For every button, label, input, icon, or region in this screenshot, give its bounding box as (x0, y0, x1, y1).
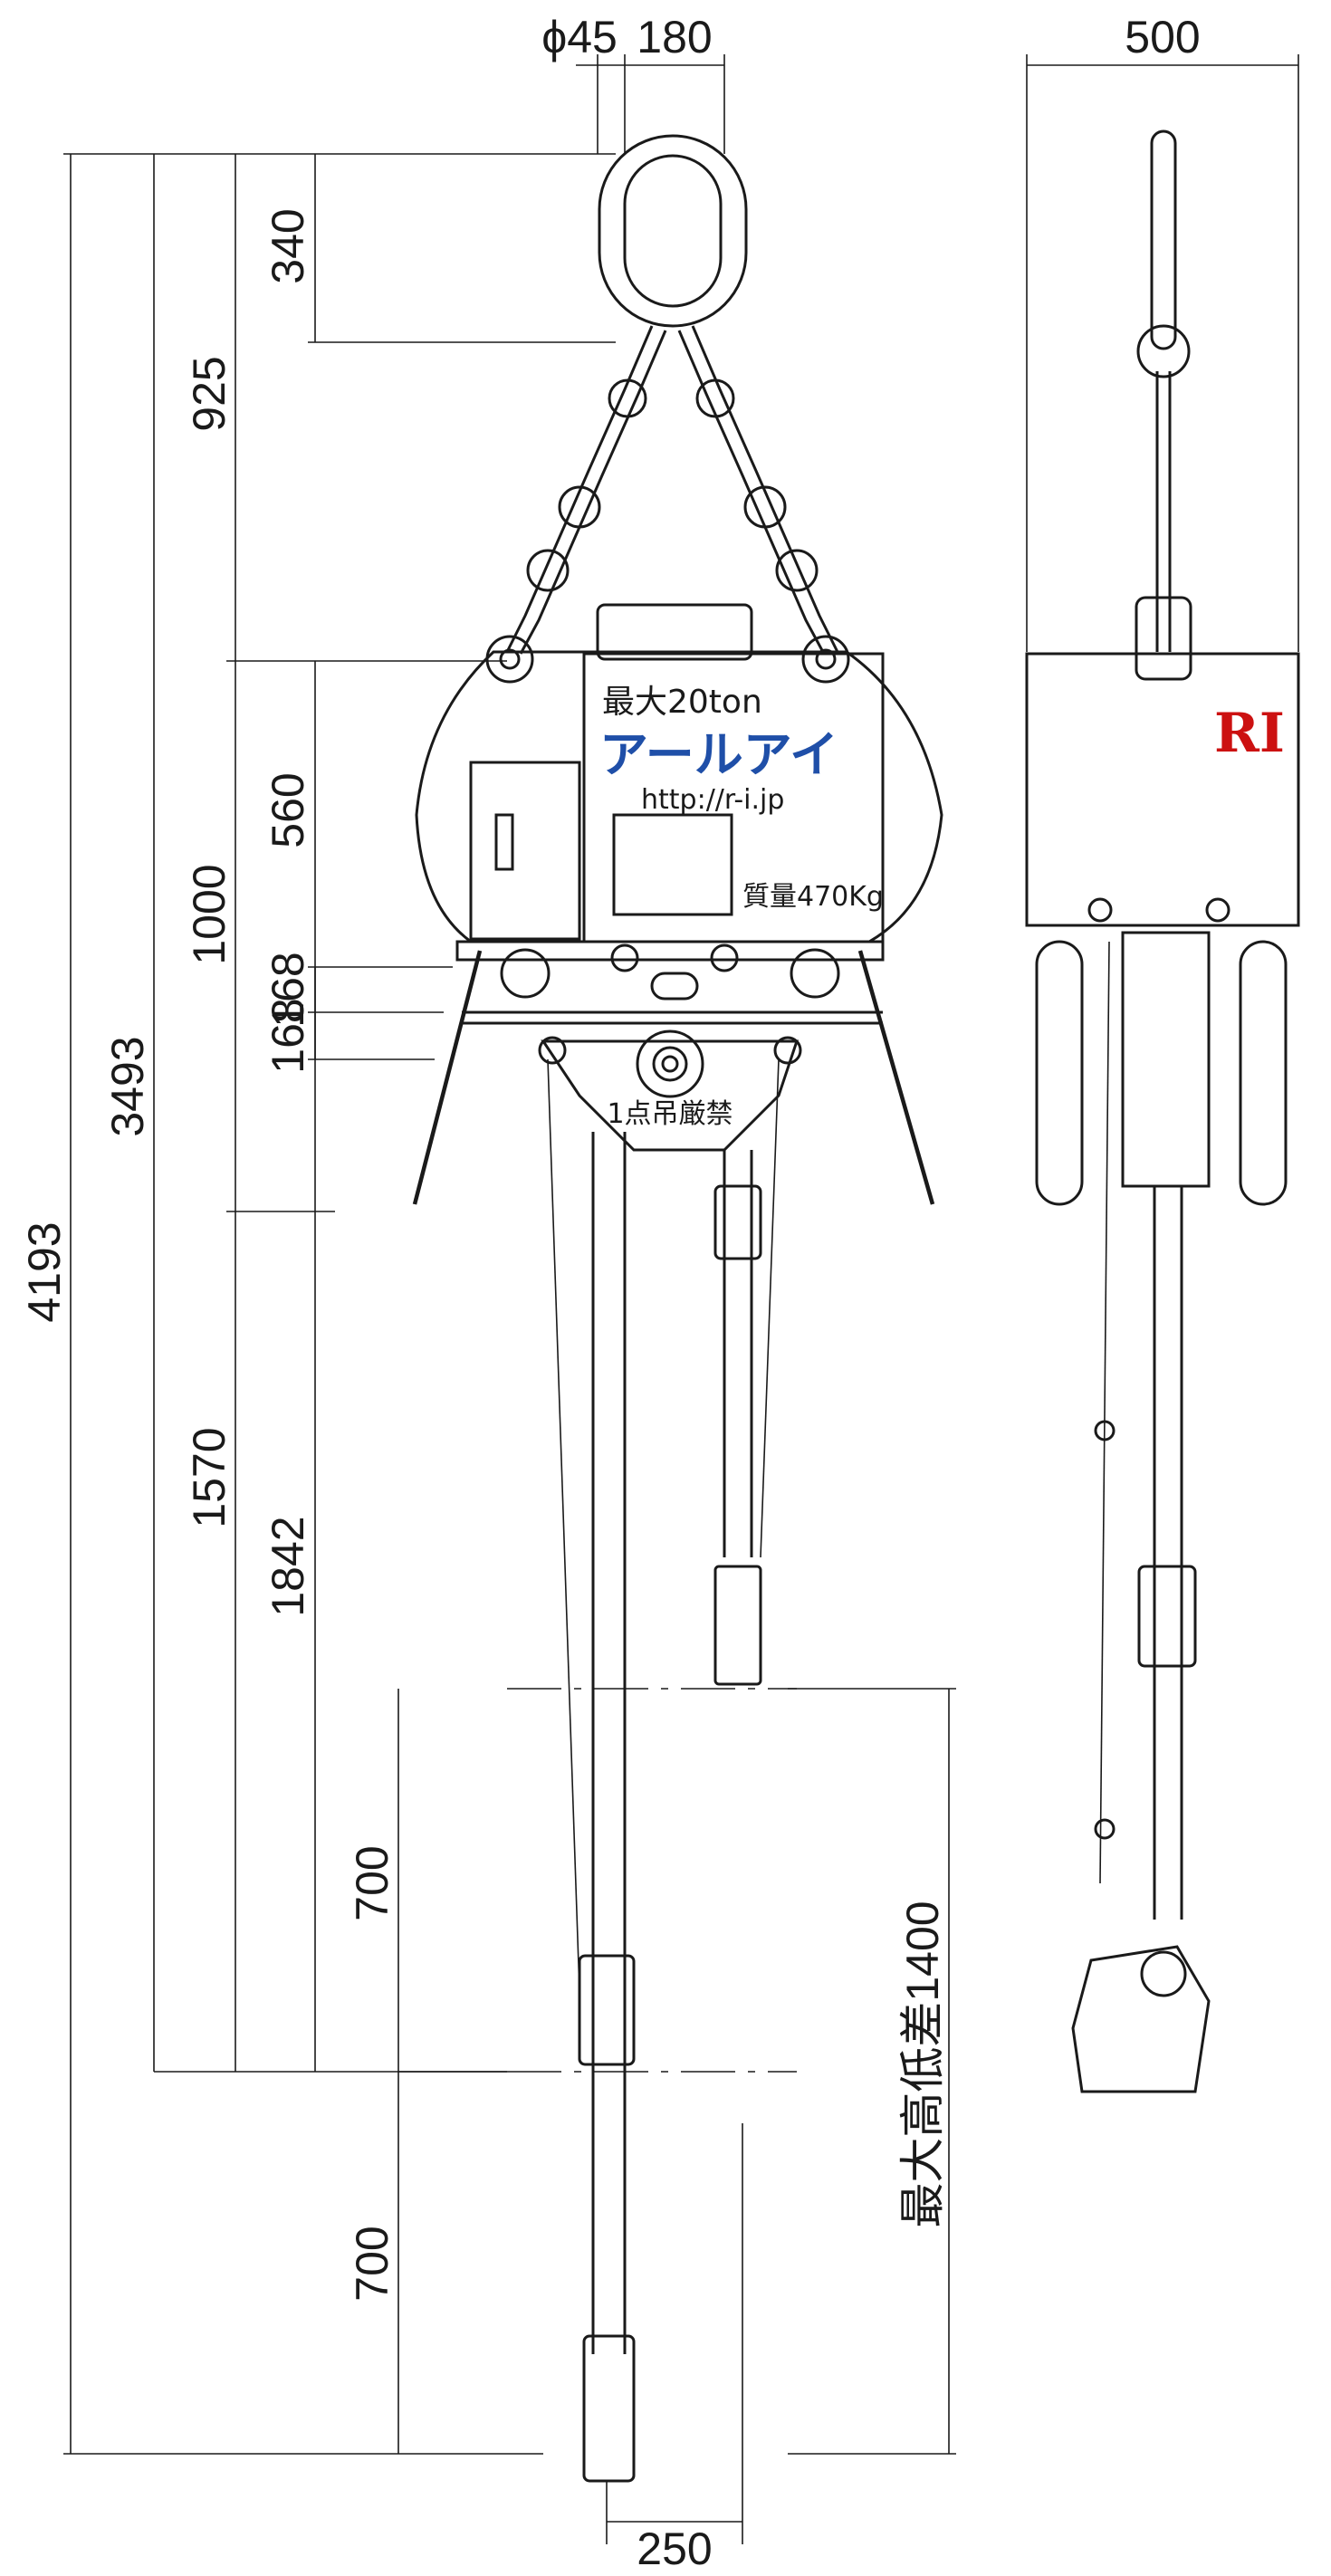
dim-1842: 1842 (263, 1516, 313, 1616)
url-label: http://r-i.jp (641, 784, 784, 816)
dim-250: 250 (637, 2523, 712, 2574)
dim-180: 180 (637, 12, 712, 62)
dim-168-lower: 168 (263, 998, 313, 1073)
control-box (469, 761, 581, 941)
side-hook-block (1071, 1945, 1211, 2093)
dim-4193: 4193 (19, 1221, 70, 1322)
load-chain-left (547, 1058, 627, 2354)
dim-3493: 3493 (102, 1036, 153, 1136)
load-chain-right (713, 1058, 780, 1686)
dimension-lines (63, 54, 1299, 2544)
bottom-hook-block (582, 2334, 636, 2483)
dim-925: 925 (184, 356, 235, 431)
sling-chain-right (677, 325, 839, 655)
dim-phi45: ϕ45 (541, 12, 618, 62)
top-hook-ring (598, 134, 748, 328)
dim-1570: 1570 (184, 1427, 235, 1527)
nameplate (612, 813, 733, 916)
ri-logo: RI (1214, 702, 1285, 765)
warning-label: 1点吊厳禁 (607, 1098, 733, 1130)
dim-340: 340 (263, 208, 313, 283)
capacity-label: 最大20ton (602, 684, 762, 721)
dim-500: 500 (1125, 12, 1200, 62)
sheave-wheel (636, 1029, 704, 1098)
front-view (412, 134, 943, 2483)
dim-1000: 1000 (184, 864, 235, 964)
dim-max-height-diff-1400: 最大高低差1400 (897, 1901, 948, 2227)
brand-logo-text: アールアイ (599, 726, 838, 783)
dim-168-upper: 168 (263, 952, 313, 1027)
dim-700-lower: 700 (347, 2226, 397, 2301)
side-housing (1025, 652, 1300, 927)
product-labels: 最大20ton アールアイ http://r-i.jp 質量470Kg 1点吊厳… (599, 684, 1285, 1130)
dimension-texts: ϕ45 180 500 340 925 4193 3493 1000 560 1… (19, 12, 1201, 2574)
sling-chain-left (505, 325, 667, 655)
side-view (1025, 129, 1300, 2093)
weight-label: 質量470Kg (742, 881, 884, 913)
dim-560: 560 (263, 772, 313, 847)
right-hook-block (713, 1565, 762, 1686)
dim-700-upper: 700 (347, 1845, 397, 1920)
